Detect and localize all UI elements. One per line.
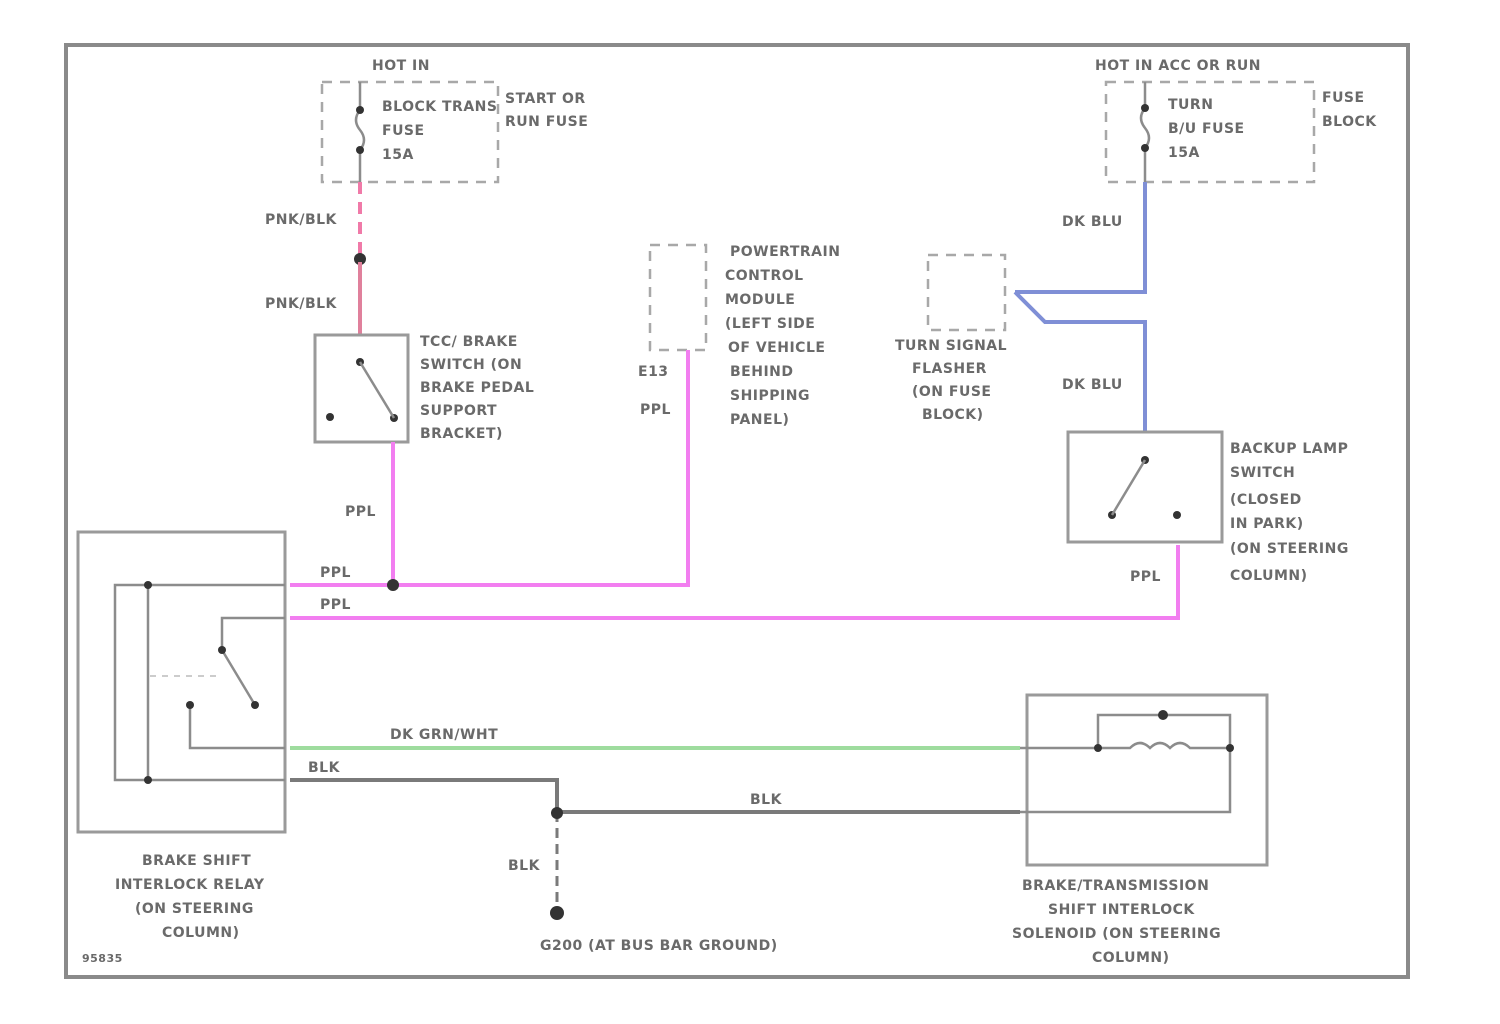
wire-pnk-blk: PNK/BLK PNK/BLK xyxy=(265,182,366,335)
left-fuse-label-3: 15A xyxy=(382,147,414,163)
flasher-label-4: BLOCK) xyxy=(922,407,984,423)
left-fuse-power-label: HOT IN xyxy=(372,58,430,74)
pcm-label-1: POWERTRAIN xyxy=(730,244,840,260)
backup-lamp-switch: BACKUP LAMP SWITCH (CLOSED IN PARK) (ON … xyxy=(1068,432,1349,584)
right-fuse-label-1: TURN xyxy=(1168,97,1213,113)
wire-blk xyxy=(290,780,1020,912)
brake-shift-interlock-relay: BRAKE SHIFT INTERLOCK RELAY (ON STEERING… xyxy=(78,532,285,941)
pcm-label-3: MODULE xyxy=(725,292,795,308)
backup-label-4: IN PARK) xyxy=(1230,516,1304,532)
wire-label-dk-grn-wht: DK GRN/WHT xyxy=(390,727,498,743)
wire-label-blk-3: BLK xyxy=(508,858,541,874)
solenoid-label-4: COLUMN) xyxy=(1092,950,1170,966)
tcc-label-3: BRAKE PEDAL xyxy=(420,380,534,396)
left-fuse-label-2: FUSE xyxy=(382,123,425,139)
relay-label-1: BRAKE SHIFT xyxy=(142,853,251,869)
solenoid-label-1: BRAKE/TRANSMISSION xyxy=(1022,878,1209,894)
flasher-label-2: FLASHER xyxy=(912,361,987,377)
pcm-pin-label: E13 xyxy=(638,364,669,380)
backup-label-5: (ON STEERING xyxy=(1230,541,1349,557)
left-fuse-block: HOT IN BLOCK TRANS FUSE 15A START OR RUN… xyxy=(322,58,588,182)
solenoid-label-3: SOLENOID (ON STEERING xyxy=(1012,926,1221,942)
wire-label-dk-blu-1: DK BLU xyxy=(1062,214,1123,230)
tcc-brake-switch: TCC/ BRAKE SWITCH (ON BRAKE PEDAL SUPPOR… xyxy=(315,334,534,442)
wire-label-pnk-blk-1: PNK/BLK xyxy=(265,212,338,228)
backup-label-3: (CLOSED xyxy=(1230,492,1302,508)
diagram-code: 95835 xyxy=(82,952,123,965)
pcm-label-5: OF VEHICLE xyxy=(728,340,825,356)
tcc-label-2: SWITCH (ON xyxy=(420,357,522,373)
shift-interlock-solenoid: BRAKE/TRANSMISSION SHIFT INTERLOCK SOLEN… xyxy=(1012,695,1267,966)
pcm-label-2: CONTROL xyxy=(725,268,804,284)
right-fuse-power-label: HOT IN ACC OR RUN xyxy=(1095,58,1261,74)
tcc-label-1: TCC/ BRAKE xyxy=(420,334,518,350)
wire-label-blk-2: BLK xyxy=(750,792,783,808)
turn-signal-flasher: TURN SIGNAL FLASHER (ON FUSE BLOCK) xyxy=(895,255,1007,423)
relay-label-3: (ON STEERING xyxy=(135,901,254,917)
blk-splice xyxy=(551,807,563,819)
powertrain-control-module: POWERTRAIN CONTROL MODULE (LEFT SIDE OF … xyxy=(638,244,840,428)
ground-label: G200 (AT BUS BAR GROUND) xyxy=(540,938,778,954)
left-fuse-side-2: RUN FUSE xyxy=(505,114,588,130)
diagram-border xyxy=(66,45,1408,977)
wire-label-pnk-blk-2: PNK/BLK xyxy=(265,296,338,312)
backup-label-1: BACKUP LAMP xyxy=(1230,441,1348,457)
backup-label-6: COLUMN) xyxy=(1230,568,1308,584)
wire-label-ppl-relay-2: PPL xyxy=(320,597,351,613)
flasher-label-1: TURN SIGNAL xyxy=(895,338,1007,354)
pcm-label-7: SHIPPING xyxy=(730,388,810,404)
pcm-label-8: PANEL) xyxy=(730,412,789,428)
wire-label-ppl-pcm: PPL xyxy=(640,402,671,418)
tcc-label-4: SUPPORT xyxy=(420,403,497,419)
backup-label-2: SWITCH xyxy=(1230,465,1295,481)
wire-label-ppl-backup: PPL xyxy=(1130,569,1161,585)
pcm-label-4: (LEFT SIDE xyxy=(725,316,815,332)
relay-label-4: COLUMN) xyxy=(162,925,240,941)
right-fuse-label-2: B/U FUSE xyxy=(1168,121,1245,137)
wire-label-ppl-tcc: PPL xyxy=(345,504,376,520)
ppl-splice xyxy=(387,579,399,591)
wire-label-dk-blu-2: DK BLU xyxy=(1062,377,1123,393)
left-fuse-side-1: START OR xyxy=(505,91,586,107)
pcm-label-6: BEHIND xyxy=(730,364,794,380)
right-fuse-label-3: 15A xyxy=(1168,145,1200,161)
wire-label-blk-1: BLK xyxy=(308,760,341,776)
right-fuse-side-2: BLOCK xyxy=(1322,114,1377,130)
solenoid-label-2: SHIFT INTERLOCK xyxy=(1048,902,1195,918)
relay-label-2: INTERLOCK RELAY xyxy=(115,877,265,893)
right-fuse-side-1: FUSE xyxy=(1322,90,1365,106)
left-fuse-label-1: BLOCK TRANS xyxy=(382,99,497,115)
tcc-label-5: BRACKET) xyxy=(420,426,503,442)
wire-label-ppl-relay-1: PPL xyxy=(320,565,351,581)
right-fuse-block: HOT IN ACC OR RUN TURN B/U FUSE 15A FUSE… xyxy=(1095,58,1377,182)
ground-point xyxy=(550,906,564,920)
flasher-label-3: (ON FUSE xyxy=(912,384,991,400)
